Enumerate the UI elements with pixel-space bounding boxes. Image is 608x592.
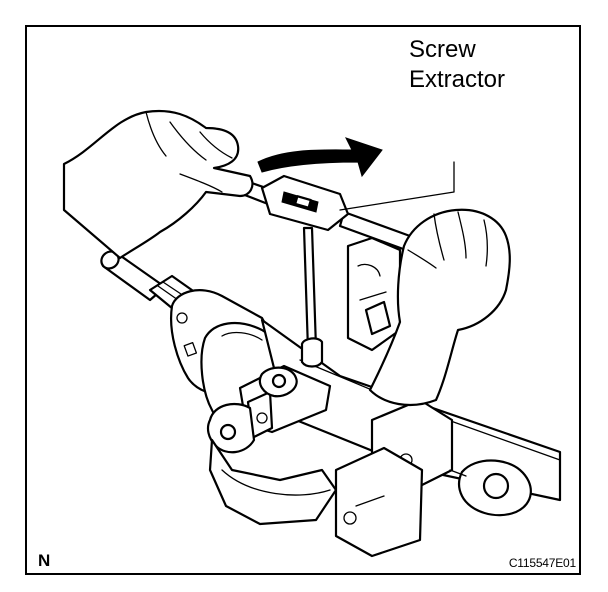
callout-line-1: Screw	[409, 36, 476, 63]
callout-line-2: Extractor	[409, 66, 506, 93]
mounting-bracket	[346, 236, 402, 352]
screw-extractor	[300, 226, 324, 368]
view-letter: N	[38, 551, 51, 570]
column-housing	[170, 289, 562, 558]
rotation-direction-arrow	[257, 137, 383, 178]
left-hand	[62, 109, 254, 260]
figure-code: C115547E01	[508, 556, 576, 570]
callout-leader-line	[339, 161, 455, 211]
right-hand	[368, 208, 511, 407]
screw-extractor-callout: Screw Extractor	[409, 35, 505, 95]
